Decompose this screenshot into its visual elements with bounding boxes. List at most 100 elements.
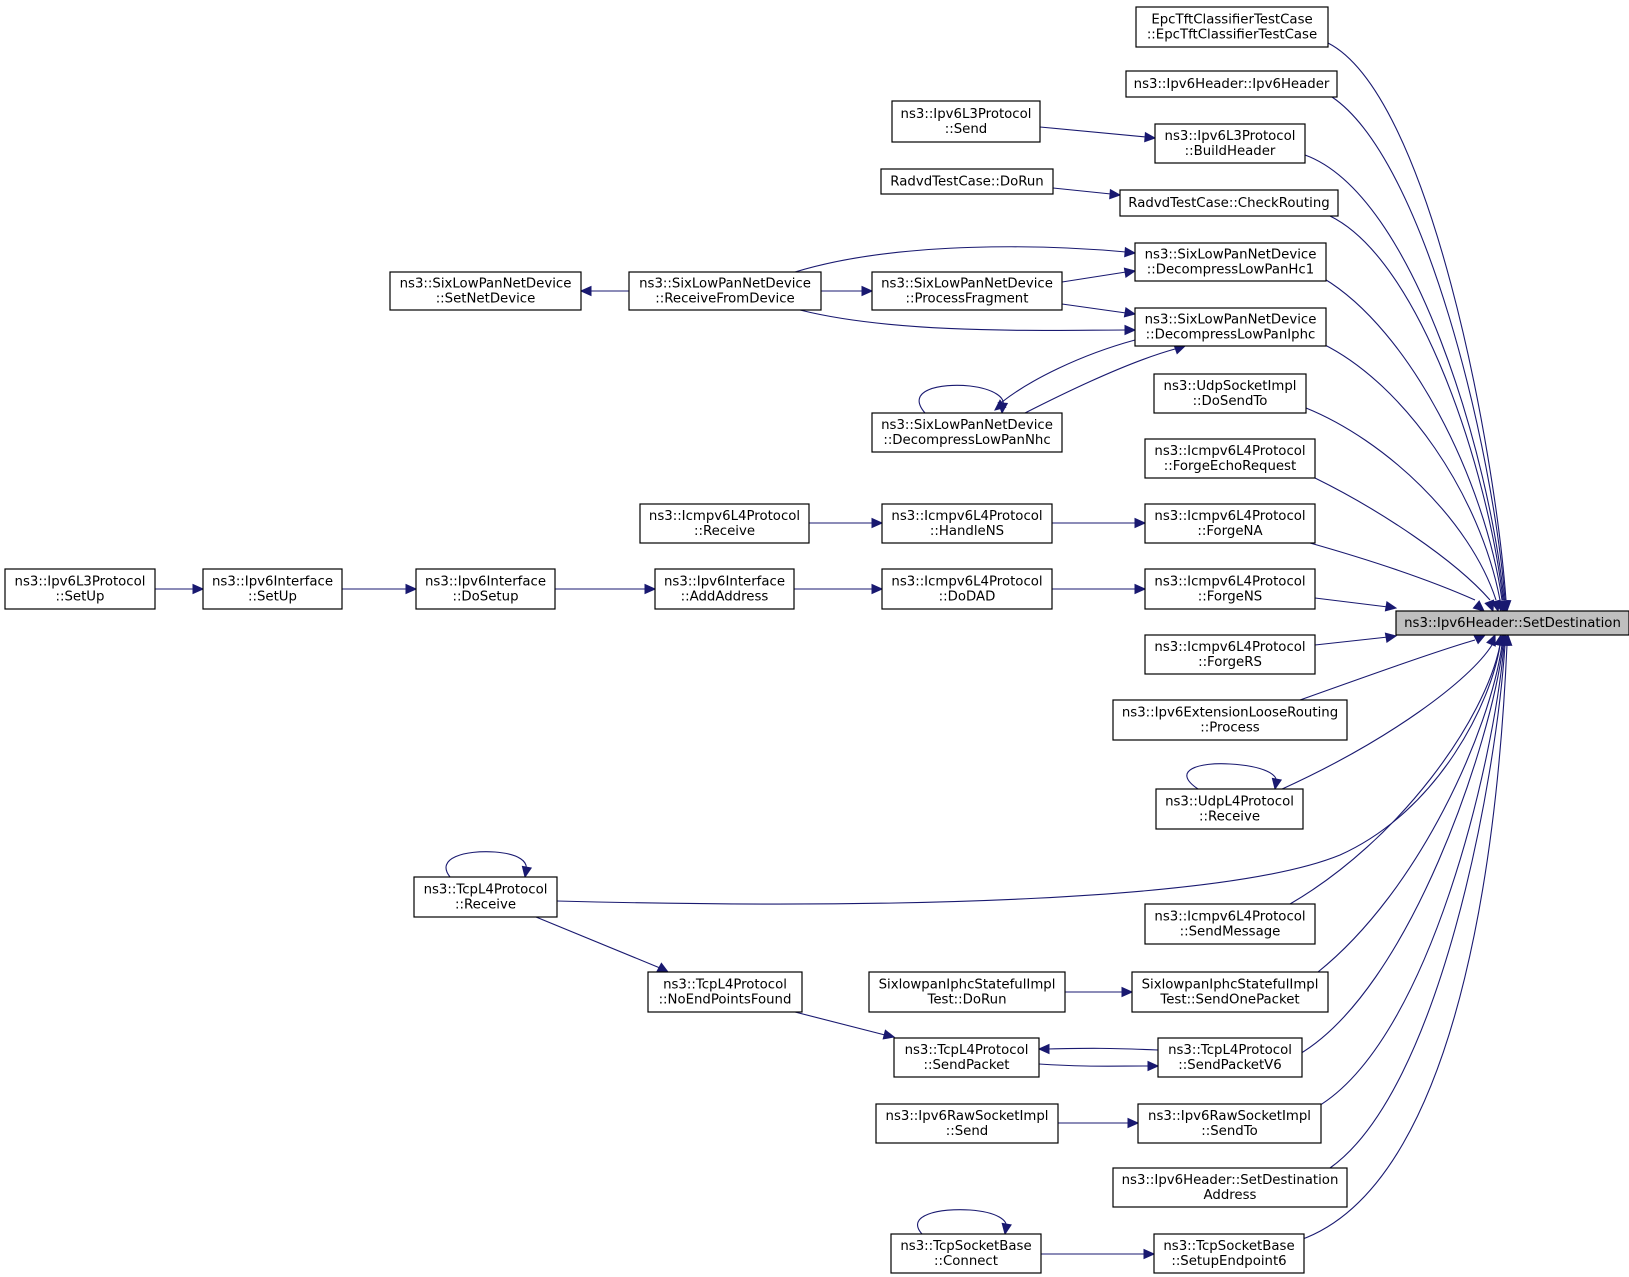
node-box[interactable] <box>1153 1233 1305 1274</box>
node-udpdosendto[interactable]: ns3::UdpSocketImpl::DoSendTo <box>1153 373 1307 414</box>
node-label: ::SendPacketV6 <box>1178 1058 1282 1073</box>
node-box[interactable] <box>881 503 1053 544</box>
node-box[interactable] <box>202 568 343 610</box>
edge-l3setup-to-ifsetup <box>155 583 205 595</box>
node-box[interactable] <box>1137 1103 1322 1144</box>
edge-line <box>1316 644 1505 1108</box>
edge-tcpsendpkt-to-tcpsendv6 <box>1038 1060 1160 1072</box>
node-sendmsg[interactable]: ns3::Icmpv6L4Protocol::SendMessage <box>1144 903 1316 945</box>
node-box[interactable] <box>1144 503 1316 544</box>
node-label: ns3::Ipv6L3Protocol <box>901 107 1032 122</box>
node-label: ns3::Icmpv6L4Protocol <box>891 509 1042 524</box>
node-box[interactable] <box>415 568 556 610</box>
node-rawsendto[interactable]: ns3::Ipv6RawSocketImpl::SendTo <box>1137 1103 1322 1144</box>
arrowhead-icon <box>1123 307 1137 318</box>
nodes-layer: ns3::Ipv6Header::SetDestination EpcTftCla… <box>4 6 1629 1274</box>
node-box[interactable] <box>891 100 1041 143</box>
node-deciphc[interactable]: ns3::SixLowPanNetDevice::DecompressLowPa… <box>1134 307 1327 347</box>
node-tcpsendpkt[interactable]: ns3::TcpL4Protocol::SendPacket <box>893 1037 1040 1078</box>
node-box[interactable] <box>4 568 156 610</box>
node-recvfromdev[interactable]: ns3::SixLowPanNetDevice::ReceiveFromDevi… <box>628 271 822 311</box>
node-forgens[interactable]: ns3::Icmpv6L4Protocol::ForgeNS <box>1144 568 1316 610</box>
node-connect[interactable]: ns3::TcpSocketBase::Connect <box>890 1233 1042 1274</box>
node-box[interactable] <box>1131 971 1329 1013</box>
node-box[interactable] <box>1154 123 1306 164</box>
node-checkrouting[interactable]: RadvdTestCase::CheckRouting <box>1119 189 1339 217</box>
edge-addaddr-to-dodad <box>794 583 884 595</box>
node-rawsend[interactable]: ns3::Ipv6RawSocketImpl::Send <box>875 1103 1059 1144</box>
node-box[interactable] <box>1134 242 1327 282</box>
node-box[interactable] <box>639 503 810 544</box>
node-dodad[interactable]: ns3::Icmpv6L4Protocol::DoDAD <box>881 568 1053 610</box>
node-box[interactable] <box>1112 699 1348 741</box>
node-buildhdr[interactable]: ns3::Ipv6L3Protocol::BuildHeader <box>1154 123 1306 164</box>
node-label: ::Process <box>1200 721 1259 736</box>
node-label: ns3::Ipv6RawSocketImpl <box>1148 1109 1311 1124</box>
node-looseproc[interactable]: ns3::Ipv6ExtensionLooseRouting::Process <box>1112 699 1348 741</box>
node-box[interactable] <box>1119 189 1339 217</box>
node-ipv6hdr[interactable]: ns3::Ipv6Header::Ipv6Header <box>1125 70 1338 98</box>
node-box[interactable] <box>1153 373 1307 414</box>
node-box[interactable] <box>868 971 1066 1013</box>
node-tcpsendv6[interactable]: ns3::TcpL4Protocol::SendPacketV6 <box>1157 1037 1303 1078</box>
arrowhead-icon <box>1037 1043 1050 1055</box>
node-label: ns3::TcpL4Protocol <box>424 883 548 898</box>
node-box[interactable] <box>1395 610 1629 636</box>
node-sixsendone[interactable]: SixlowpanIphcStatefulImplTest::SendOnePa… <box>1131 971 1329 1013</box>
node-box[interactable] <box>893 1037 1040 1078</box>
node-box[interactable] <box>1134 307 1327 347</box>
node-box[interactable] <box>1157 1037 1303 1078</box>
node-box[interactable] <box>413 876 558 918</box>
node-box[interactable] <box>1125 70 1338 98</box>
node-box[interactable] <box>647 971 803 1013</box>
arrowhead-icon <box>861 285 874 297</box>
node-box[interactable] <box>890 1233 1042 1274</box>
node-epc[interactable]: EpcTftClassifierTestCase::EpcTftClassifi… <box>1135 6 1329 48</box>
node-addaddr[interactable]: ns3::Ipv6Interface::AddAddress <box>654 568 795 610</box>
node-setnetdev[interactable]: ns3::SixLowPanNetDevice::SetNetDevice <box>389 271 582 311</box>
node-label: ::NoEndPointsFound <box>659 993 792 1008</box>
node-box[interactable] <box>871 271 1063 311</box>
node-box[interactable] <box>881 568 1053 610</box>
edge-line <box>1322 277 1503 601</box>
node-dosetup[interactable]: ns3::Ipv6Interface::DoSetup <box>415 568 556 610</box>
node-box[interactable] <box>1144 438 1316 479</box>
node-box[interactable] <box>880 168 1054 195</box>
node-udprecv[interactable]: ns3::UdpL4Protocol::Receive <box>1155 788 1304 830</box>
node-box[interactable] <box>1112 1167 1348 1208</box>
node-radvddorun[interactable]: RadvdTestCase::DoRun <box>880 168 1054 195</box>
arrowhead-icon <box>1124 246 1137 258</box>
node-box[interactable] <box>1155 788 1304 830</box>
node-forgena[interactable]: ns3::Icmpv6L4Protocol::ForgeNA <box>1144 503 1316 544</box>
node-box[interactable] <box>1135 6 1329 48</box>
node-ifsetup[interactable]: ns3::Ipv6Interface::SetUp <box>202 568 343 610</box>
node-l3setup[interactable]: ns3::Ipv6L3Protocol::SetUp <box>4 568 156 610</box>
node-tcprecv[interactable]: ns3::TcpL4Protocol::Receive <box>413 876 558 918</box>
edge-recvfromdev-to-dechc1 <box>794 246 1137 273</box>
node-label: ::BuildHeader <box>1185 144 1276 159</box>
node-box[interactable] <box>628 271 822 311</box>
node-box[interactable] <box>875 1103 1059 1144</box>
node-box[interactable] <box>1144 568 1316 610</box>
node-dechc1[interactable]: ns3::SixLowPanNetDevice::DecompressLowPa… <box>1134 242 1327 282</box>
node-box[interactable] <box>871 412 1063 453</box>
node-box[interactable] <box>389 271 582 311</box>
node-setupep6[interactable]: ns3::TcpSocketBase::SetupEndpoint6 <box>1153 1233 1305 1274</box>
node-box[interactable] <box>654 568 795 610</box>
node-forgeecho[interactable]: ns3::Icmpv6L4Protocol::ForgeEchoRequest <box>1144 438 1316 479</box>
node-noendpts[interactable]: ns3::TcpL4Protocol::NoEndPointsFound <box>647 971 803 1013</box>
node-forgers[interactable]: ns3::Icmpv6L4Protocol::ForgeRS <box>1144 634 1316 675</box>
node-procfrag[interactable]: ns3::SixLowPanNetDevice::ProcessFragment <box>871 271 1063 311</box>
edge-line <box>794 1011 886 1036</box>
node-l3send[interactable]: ns3::Ipv6L3Protocol::Send <box>891 100 1041 143</box>
node-label: ::SendTo <box>1201 1124 1257 1139</box>
node-decnhc[interactable]: ns3::SixLowPanNetDevice::DecompressLowPa… <box>871 412 1063 453</box>
node-focus[interactable]: ns3::Ipv6Header::SetDestination <box>1395 610 1629 636</box>
node-handlens[interactable]: ns3::Icmpv6L4Protocol::HandleNS <box>881 503 1053 544</box>
edge-line <box>1305 407 1497 601</box>
node-box[interactable] <box>1144 903 1316 945</box>
node-icmprecv[interactable]: ns3::Icmpv6L4Protocol::Receive <box>639 503 810 544</box>
node-box[interactable] <box>1144 634 1316 675</box>
